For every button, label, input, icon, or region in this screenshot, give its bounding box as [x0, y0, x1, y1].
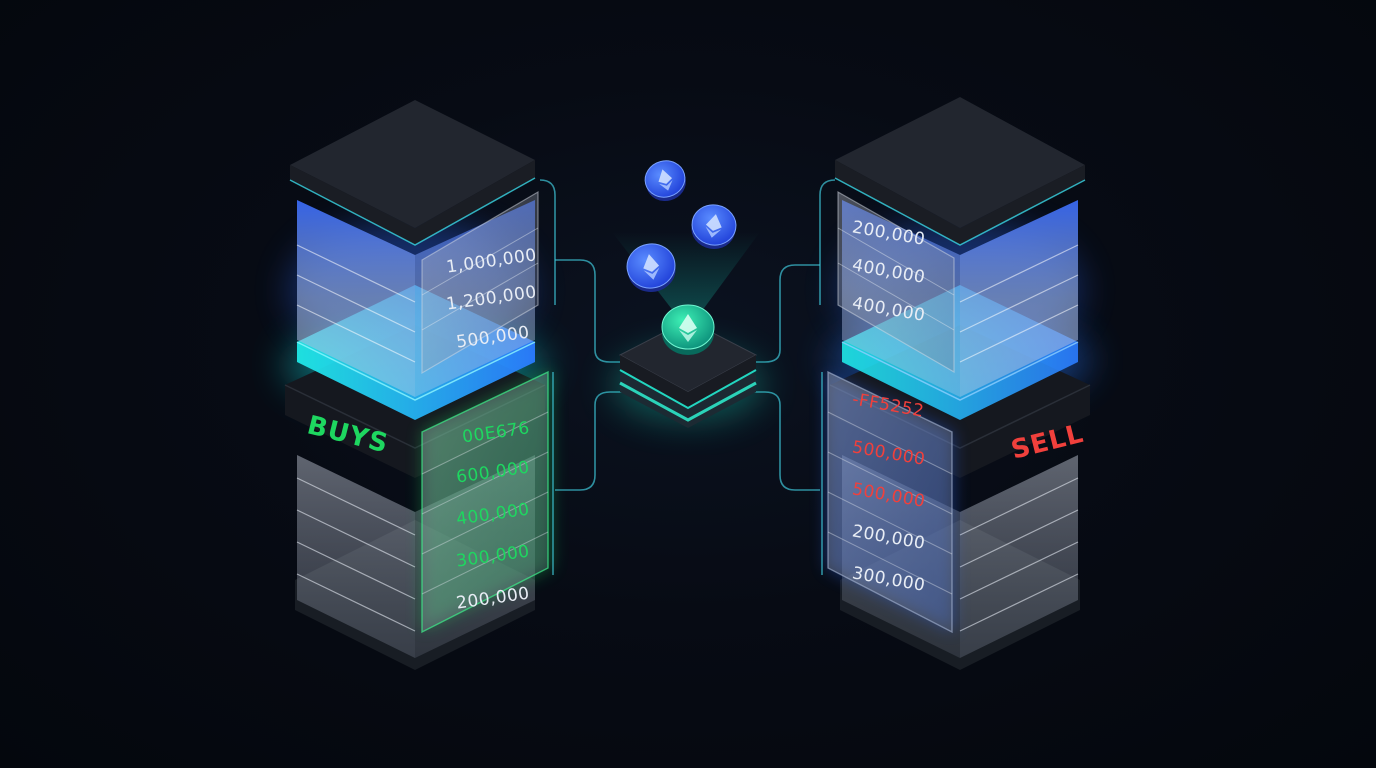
sell-to-center-lower — [752, 391, 820, 491]
buy-to-center-lower — [555, 391, 625, 491]
buy-lower-panel — [421, 370, 549, 634]
buy-upper-panel — [421, 190, 539, 375]
sell-to-center-upper — [752, 264, 820, 363]
sell-upper-panel — [837, 190, 955, 374]
ethereum-icon — [691, 204, 737, 250]
ethereum-coins — [626, 160, 737, 355]
ethereum-icon — [626, 243, 676, 293]
buy-stack: BUYS 1,000,000 1,200,000 500,000 00E676 … — [284, 100, 552, 670]
buy-to-center-upper — [555, 259, 625, 363]
sell-upper-layer-lines — [959, 244, 1079, 363]
buy-lower-layer-lines — [296, 477, 416, 632]
buy-upper-bracket — [539, 179, 556, 305]
matching-engine-platform — [612, 232, 763, 428]
connector-lines — [539, 179, 836, 575]
buy-upper-layer-lines — [296, 244, 416, 363]
sell-lower-layer-lines — [959, 477, 1079, 632]
sell-stack: SELL 200,000 400,000 400,000 -FF5252 500… — [826, 97, 1091, 670]
ethereum-icon — [644, 160, 686, 202]
buy-lower-left-face — [297, 455, 415, 658]
sell-lower-panel — [827, 370, 953, 634]
buy-top-platform — [290, 100, 535, 228]
sell-top-platform — [835, 97, 1085, 228]
sell-upper-bracket — [819, 179, 836, 305]
ethereum-icon — [661, 304, 715, 355]
sell-lower-right-face — [960, 455, 1078, 658]
